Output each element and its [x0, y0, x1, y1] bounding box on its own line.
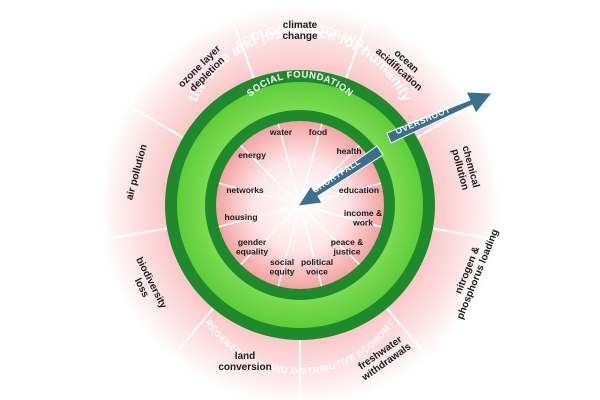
social-label: water	[269, 127, 293, 137]
outer-divider-line	[432, 227, 503, 242]
inner-divider-line	[307, 145, 360, 198]
inner-divider-line	[307, 212, 360, 265]
inner-divider-line	[218, 207, 289, 228]
inner-divider-line	[311, 182, 382, 203]
outer-dividers	[97, 12, 503, 400]
social-label: education	[339, 185, 379, 195]
inner-divider-line	[302, 123, 323, 194]
social-label: food	[309, 127, 327, 137]
inner-divider-line	[311, 207, 382, 228]
outer-divider-line	[386, 307, 433, 363]
inner-divider-line	[302, 216, 323, 287]
social-labels: food health education income &work peace &ju…	[224, 127, 382, 277]
social-label: networks	[226, 185, 264, 195]
social-label: energy	[238, 150, 266, 160]
inner-divider-line	[277, 216, 298, 287]
outer-divider-line	[228, 12, 255, 79]
outer-divider-line	[97, 227, 168, 242]
inner-divider-line	[277, 123, 298, 194]
inner-dividers	[218, 123, 382, 287]
social-label: peace &justice	[331, 237, 364, 257]
inner-divider-line	[240, 212, 293, 265]
outer-divider-line	[167, 307, 214, 363]
social-label: housing	[224, 212, 257, 222]
inner-divider-line	[218, 182, 289, 203]
inner-divider-line	[240, 145, 293, 198]
social-label: income &work	[344, 208, 382, 228]
outer-divider-line	[416, 101, 479, 139]
outer-divider-line	[345, 12, 372, 79]
outer-divider-line	[121, 101, 184, 139]
social-label: health	[336, 146, 361, 156]
